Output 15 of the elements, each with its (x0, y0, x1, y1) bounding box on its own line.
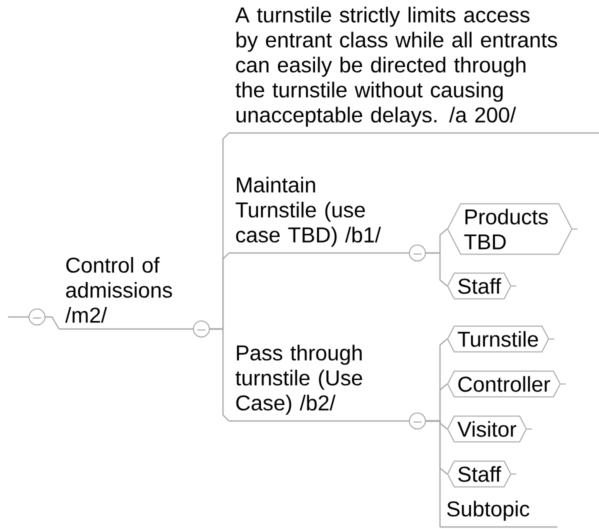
connector-line (8, 316, 60, 330)
connector-line (425, 252, 448, 286)
tag-hexagon: Staff (447, 272, 517, 300)
subtopic-text: Subtopic (440, 500, 558, 528)
connector-line (209, 328, 230, 422)
topic-text: A turnstile strictly limits access by entrant class while all entrants can easily be directed through the turnstile without causing unacceptable delays. /a 200/ (229, 6, 599, 134)
topic-text: Maintain Turnstile (use case TBD) /b1/ (229, 176, 410, 254)
tag-hexagon: Visitor (447, 416, 532, 442)
connector-line (425, 420, 441, 527)
topic-text: Pass through turnstile (Use Case) /b2/ (229, 344, 410, 422)
tag-hexagon: Products TBD (447, 203, 578, 255)
topic-text: Control of admissions /m2/ (59, 257, 194, 330)
tag-hexagon: Staff (447, 460, 517, 488)
tag-hexagon: Controller (447, 370, 566, 398)
tag-hexagon: Turnstile (447, 326, 555, 352)
